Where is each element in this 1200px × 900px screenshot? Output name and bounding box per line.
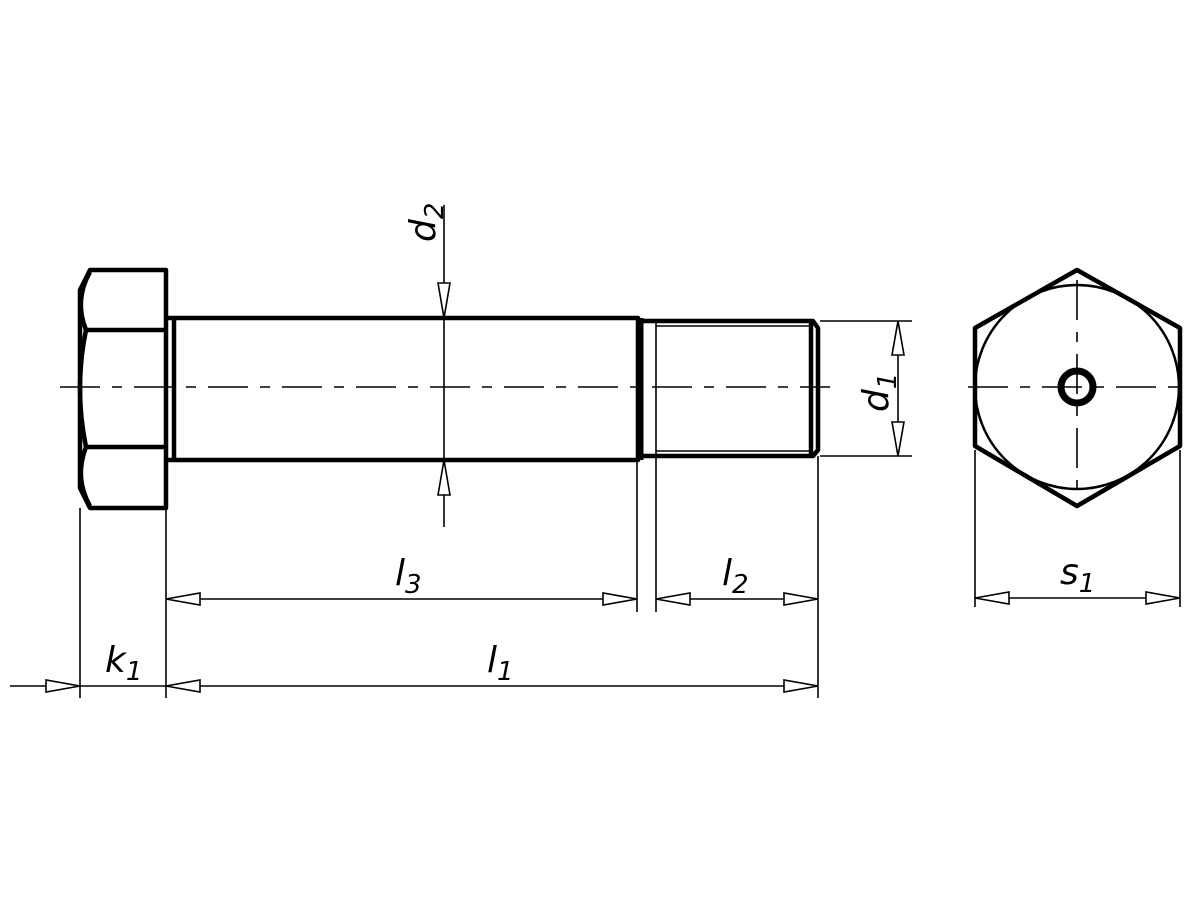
label-k1: k1	[105, 640, 142, 687]
dimension-s1: s1	[974, 552, 1181, 605]
dimension-l2: l2	[655, 553, 819, 606]
bolt-thread	[640, 318, 821, 612]
end-view	[968, 267, 1190, 607]
center-hole	[1057, 367, 1097, 407]
label-l3: l3	[395, 553, 422, 600]
label-d1: d1	[856, 373, 903, 412]
dimension-d1: d1	[820, 320, 912, 457]
label-l2: l2	[722, 553, 749, 600]
dimension-k1: k1	[10, 640, 166, 693]
dimension-d2: d2	[403, 203, 451, 527]
label-d2: d2	[403, 203, 450, 242]
label-l1: l1	[487, 640, 514, 687]
bolt-head	[77, 267, 169, 511]
dimension-l1: l1	[165, 640, 819, 693]
bolt-shank	[166, 315, 644, 463]
dimension-l3: l3	[165, 553, 638, 606]
label-s1: s1	[1060, 552, 1095, 599]
